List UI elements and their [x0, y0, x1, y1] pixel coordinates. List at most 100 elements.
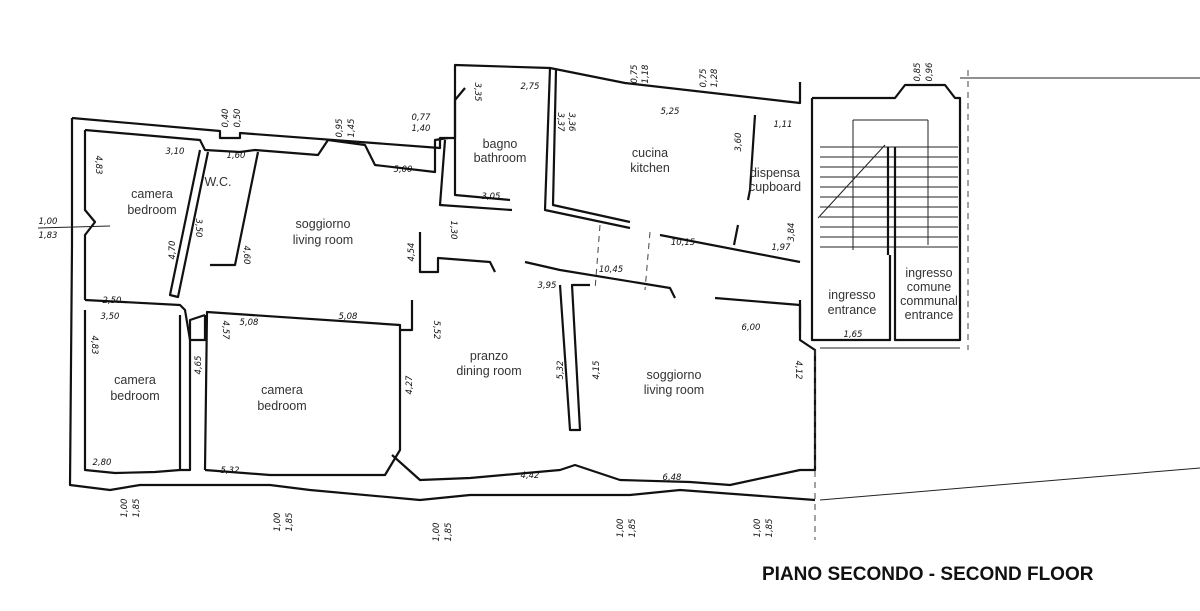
dimension: 6,00 [742, 323, 761, 333]
dimension: 1,30 [448, 221, 458, 240]
wall [83, 310, 182, 475]
dimension: 1,97 [772, 243, 792, 253]
room-label: soggiorno [296, 217, 351, 231]
plan-line [37, 225, 111, 229]
dimension-labels: 3,10 4,83 1,60 0,40 0,50 0,95 1,45 5,00 … [37, 62, 935, 542]
dimension: 0,95 [335, 119, 345, 138]
dimension: 1,00 [616, 519, 626, 538]
dimension: 0,85 [913, 63, 923, 82]
dimension: 5,00 [394, 165, 413, 175]
room-label: cupboard [749, 180, 801, 194]
wall [180, 313, 206, 472]
dimension: 2,80 [93, 458, 112, 468]
room-label: communal [900, 294, 958, 308]
dimension: 0,75 [699, 69, 709, 88]
wall [71, 63, 802, 150]
dimension: 0,50 [233, 109, 243, 128]
dimension: 3,95 [538, 281, 557, 291]
dimension: 6,48 [663, 473, 683, 483]
wall [810, 98, 892, 342]
room-label: bedroom [127, 203, 176, 217]
wall [714, 296, 802, 330]
dimension: 4,60 [241, 246, 251, 265]
dimension: 1,60 [227, 151, 246, 161]
dimension: 1,85 [444, 523, 454, 542]
dimension: 4,83 [93, 156, 103, 175]
dimension: 5,32 [221, 466, 240, 476]
dimension: 1,18 [641, 64, 651, 84]
room-label: bedroom [110, 389, 159, 403]
dimension: 3,05 [482, 192, 501, 202]
dimension: 5,52 [431, 321, 441, 340]
room-label: living room [644, 383, 704, 397]
dimension: 0,96 [925, 62, 935, 82]
dimension: 5,08 [339, 312, 359, 322]
dimension: 4,70 [168, 241, 178, 260]
dimension: 1,85 [765, 519, 775, 538]
dimension: 3,10 [166, 147, 185, 157]
wall [84, 128, 449, 174]
dimension: 1,65 [844, 330, 863, 340]
dimension: 1,85 [285, 513, 295, 532]
wall [203, 310, 402, 477]
room-label: bathroom [474, 151, 527, 165]
dimension: 4,57 [220, 321, 230, 341]
dimension: 1,00 [432, 523, 442, 542]
room-label: pranzo [470, 349, 508, 363]
wall [400, 300, 414, 332]
plan-title: PIANO SECONDO - SECOND FLOOR [762, 564, 1094, 585]
wall [543, 67, 631, 230]
dimension: 10,45 [599, 265, 623, 275]
dimension: 4,83 [89, 336, 99, 355]
room-label: bagno [483, 137, 518, 151]
plan-line [644, 231, 651, 291]
walls [68, 63, 1200, 540]
dimension: 3,84 [787, 223, 797, 242]
dimension: 0,77 [412, 113, 432, 123]
dimension: 4,27 [405, 375, 415, 395]
dimension: 1,85 [628, 519, 638, 538]
wall [746, 114, 757, 201]
wall [812, 83, 962, 342]
dimension: 3,35 [472, 83, 482, 102]
plan-line [819, 467, 1200, 501]
dimension: 10,15 [671, 238, 695, 248]
wall [68, 118, 816, 502]
room-label: kitchen [630, 161, 670, 175]
dimension: 1,00 [120, 499, 130, 518]
wall [524, 260, 676, 299]
wall [84, 298, 207, 342]
wall [438, 139, 513, 212]
dimension: 1,45 [347, 119, 357, 138]
room-label: camera [261, 383, 303, 397]
dimension: 1,11 [774, 120, 793, 130]
room-label: W.C. [204, 175, 231, 189]
wall [659, 233, 801, 264]
wall [732, 224, 740, 246]
room-labels: camera bedroom W.C. soggiorno living roo… [110, 137, 958, 413]
wall [83, 130, 97, 300]
dimension: 1,00 [753, 519, 763, 538]
plan-line [594, 224, 601, 291]
room-label: ingresso [905, 266, 952, 280]
room-label: cucina [632, 146, 668, 160]
wall [168, 149, 210, 299]
room-label: camera [131, 187, 173, 201]
dimension: 1,83 [39, 231, 58, 241]
room-label: dining room [456, 364, 521, 378]
room-label: entrance [828, 303, 877, 317]
room-label: dispensa [750, 166, 800, 180]
dimension: 3,50 [101, 312, 120, 322]
dimension: 3,36 [566, 113, 576, 133]
dimension: 4,15 [592, 361, 602, 380]
room-label: ingresso [828, 288, 875, 302]
wall [558, 283, 590, 432]
dimension: 2,50 [103, 296, 122, 306]
dimension: 4,42 [521, 471, 540, 481]
dimension: 2,75 [521, 82, 540, 92]
plan-line [817, 144, 886, 219]
wall [453, 87, 511, 202]
dimension: 3,50 [193, 219, 203, 238]
wall [551, 69, 631, 224]
wall [418, 232, 496, 274]
